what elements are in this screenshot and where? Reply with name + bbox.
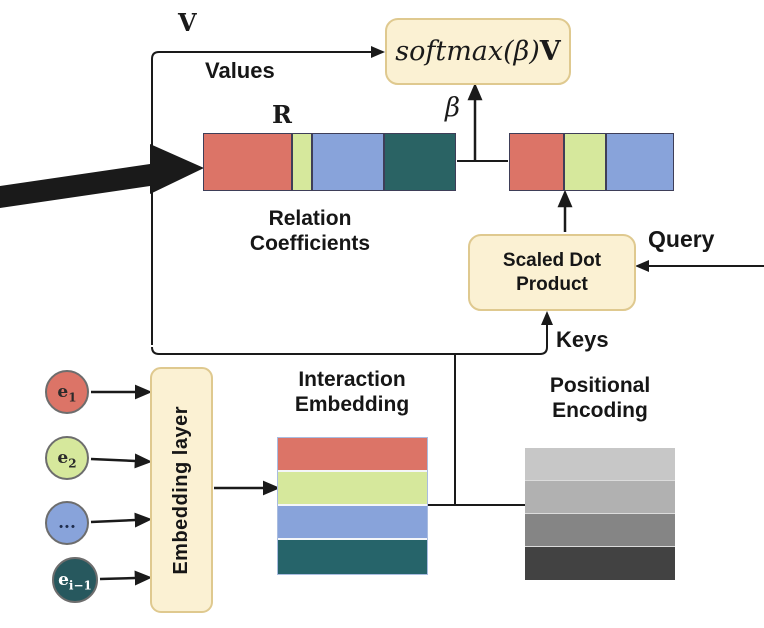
interaction-embedding-stack — [277, 437, 428, 575]
interaction-row-teal — [278, 540, 427, 574]
token-ei1-sub: i−1 — [68, 578, 92, 593]
positional-row-1 — [525, 448, 675, 481]
input-flow-big-arrow — [0, 144, 204, 208]
token-e1: e1 — [45, 370, 89, 414]
scaled-dot-line2: Product — [516, 273, 588, 295]
interaction-row-green — [278, 472, 427, 506]
relation-bar-segment-red — [203, 133, 292, 191]
relation-symbol-label: R — [272, 100, 292, 129]
attention-output-bar — [509, 133, 674, 191]
relation-bar-segment-green — [292, 133, 312, 191]
keys-label: Keys — [556, 327, 609, 352]
embedding-layer-box: Embedding layer — [150, 367, 213, 613]
softmax-formula-italic: softmax(β) — [395, 36, 540, 67]
token-e2-base: e — [57, 448, 69, 468]
token-ellipsis: ... — [45, 501, 89, 545]
values-symbol-label: V — [178, 8, 197, 37]
interaction-title-line2: Embedding — [294, 392, 410, 416]
token-dots-arrow — [90, 512, 153, 528]
positional-encoding-title: Positional Encoding — [516, 374, 684, 424]
interaction-title-line1: Interaction — [298, 368, 406, 391]
token-ei1-base: e — [58, 570, 69, 590]
attention-bar-segment-green — [564, 133, 606, 191]
token-ei-minus-1: ei−1 — [52, 557, 98, 603]
positional-row-3 — [525, 514, 675, 547]
relation-bar-segment-blue — [312, 133, 384, 191]
scaled-dot-product-box: Scaled Dot Product — [468, 234, 636, 311]
attention-bar-segment-blue — [606, 133, 674, 191]
token-e2-arrow — [90, 453, 153, 469]
softmax-formula: softmax(β)V — [395, 36, 561, 67]
token-e2-sub: 2 — [68, 456, 77, 471]
values-connector — [151, 46, 385, 345]
token-e2: e2 — [45, 436, 89, 480]
relation-bar-segment-teal — [384, 133, 456, 191]
embedding-layer-label: Embedding layer — [170, 405, 192, 575]
positional-title-line2: Encoding — [552, 398, 648, 422]
token-ei1-arrow — [99, 570, 153, 586]
relation-coefficients-caption: Relation Coefficients — [225, 207, 395, 257]
beta-symbol-label: β — [445, 93, 461, 123]
keys-connector — [151, 311, 553, 355]
interaction-row-red — [278, 438, 427, 472]
relation-coefficients-bar — [203, 133, 456, 191]
positional-row-2 — [525, 481, 675, 514]
relation-caption-line2: Coefficients — [249, 231, 371, 255]
token-e1-sub: 1 — [68, 390, 77, 405]
query-label: Query — [648, 226, 715, 252]
positional-title-line1: Positional — [549, 374, 651, 397]
token-ellipsis-base: ... — [58, 513, 76, 533]
softmax-formula-v: V — [539, 36, 561, 67]
positional-encoding-stack — [525, 448, 675, 580]
token-e1-base: e — [57, 382, 69, 402]
interaction-embedding-title: Interaction Embedding — [262, 368, 442, 418]
positional-row-4 — [525, 547, 675, 580]
attention-bar-segment-red — [509, 133, 564, 191]
interaction-row-blue — [278, 506, 427, 540]
scaled-dot-line1: Scaled Dot — [502, 249, 602, 271]
values-label: Values — [205, 58, 275, 83]
relation-caption-line1: Relation — [268, 207, 352, 230]
softmax-box: softmax(β)V — [385, 18, 571, 85]
